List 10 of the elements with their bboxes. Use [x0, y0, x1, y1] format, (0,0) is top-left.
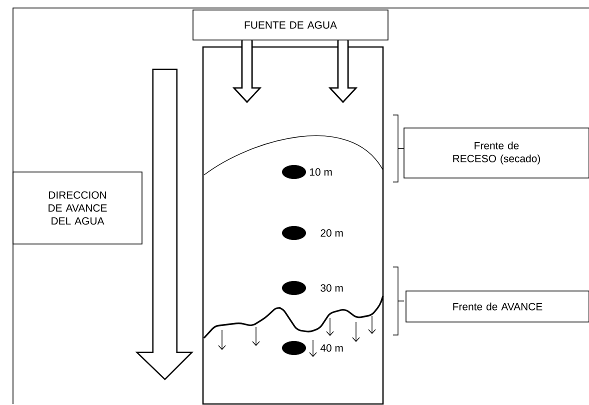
field-strip: [202, 46, 384, 405]
distance-label: 30 m: [320, 284, 343, 292]
label-box: DIRECCION DE AVANCE DEL AGUA: [12, 172, 142, 244]
label-box: Frente de RECESO (secado): [404, 128, 589, 178]
source-box: FUENTE DE AGUA: [192, 10, 388, 40]
distance-label: 20 m: [320, 229, 343, 237]
distance-label: 10 m: [310, 168, 332, 176]
label-box: Frente de AVANCE: [406, 290, 589, 322]
block-arrow: [135, 68, 194, 380]
distance-label: 40 m: [320, 344, 343, 352]
